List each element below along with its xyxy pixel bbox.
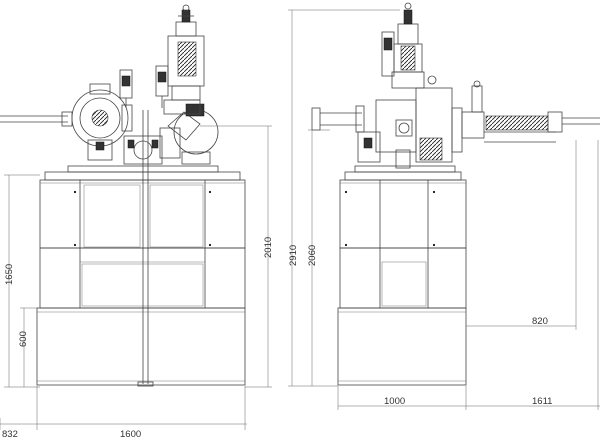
dim-side-arm-reach: 820 [532,316,548,327]
front-upper-frame [39,179,246,249]
front-base-cabinet [36,307,246,386]
front-right-chamber [167,103,219,165]
dim-front-lower-height: 600 [18,331,29,347]
side-middle-frame [339,247,467,309]
front-dimensions: 832 1600 1650 600 2010 [0,125,274,440]
dim-front-base-width: 1600 [120,429,141,440]
front-valve-right [155,65,169,108]
side-upper-frame [339,179,467,249]
front-middle-frame [39,247,246,309]
front-lower-manifold [123,127,181,165]
dim-front-left-offset: 832 [2,429,18,440]
side-main-body [357,87,463,169]
side-tall-column [381,2,437,89]
side-dimensions: 2910 2060 820 1000 1611 [288,9,600,410]
front-valve-left [119,69,133,108]
front-table-top [44,165,241,181]
front-tall-column [163,4,205,115]
front-central-rod [137,110,154,387]
side-table-top [344,165,462,181]
dim-side-base-width: 1000 [384,396,405,407]
front-left-arm [0,111,73,127]
front-view [0,4,246,387]
dim-side-arm-extension: 1611 [532,396,552,407]
side-base-cabinet [337,307,467,386]
dim-front-total-height: 2010 [263,237,274,258]
dim-side-total-height: 2910 [288,245,299,266]
dim-side-frame-height: 2060 [307,245,318,266]
front-left-chamber [71,83,133,161]
dim-front-frame-height: 1650 [4,264,15,285]
side-view [311,2,600,386]
side-extension-arm [461,80,600,143]
side-left-arm [311,105,365,133]
